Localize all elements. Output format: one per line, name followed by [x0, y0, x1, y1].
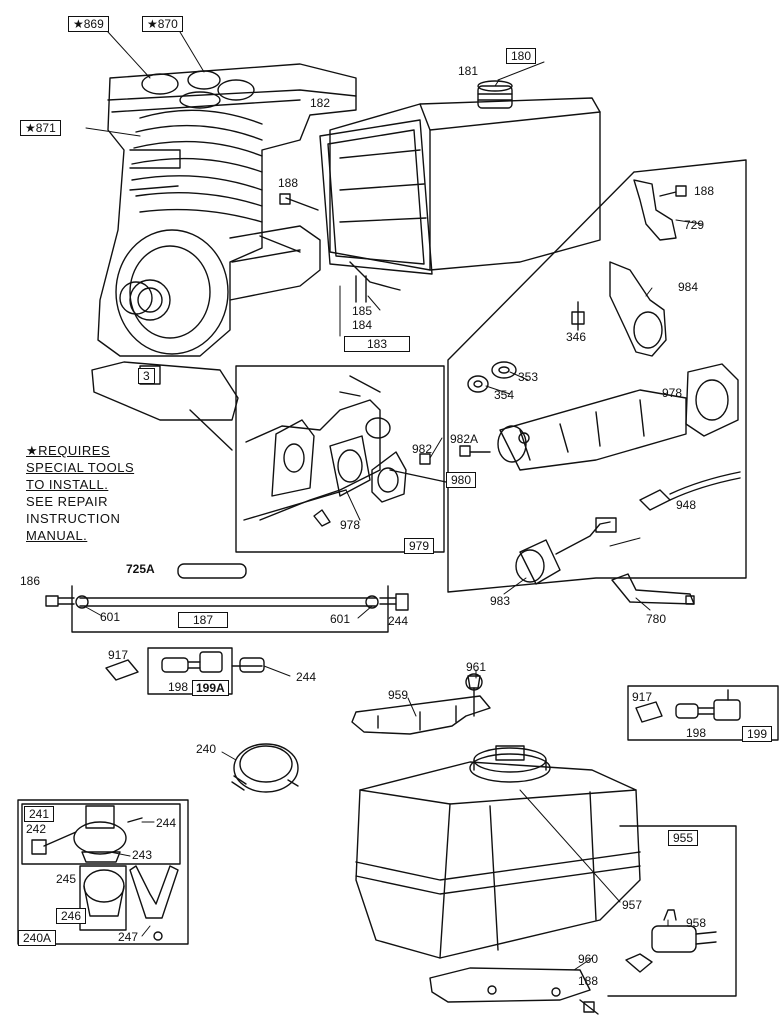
part-label-198-left: 198 [168, 680, 189, 694]
part-label-188-clip: 188 [694, 184, 715, 198]
part-label-982: 982 [412, 442, 433, 456]
part-label-917-left: 917 [108, 648, 129, 662]
part-label-185: 185 [352, 304, 373, 318]
fuel-tank-lower [355, 745, 737, 1003]
part-label-240A: 240A [18, 930, 57, 946]
part-label-961: 961 [466, 660, 487, 674]
carburetor-body [459, 389, 687, 471]
part-label-243: 243 [132, 848, 153, 862]
part-label-917-right: 917 [632, 690, 653, 704]
part-label-245: 245 [56, 872, 77, 886]
gasket-978-right [685, 363, 739, 437]
special-tools-note: ★REQUIRES SPECIAL TOOLS TO INSTALL. SEE … [26, 442, 134, 544]
part-label-181: 181 [458, 64, 479, 78]
note-line-5: INSTRUCTION [26, 511, 121, 526]
filter-assembly-box-240A [17, 799, 189, 945]
part-label-353: 353 [518, 370, 539, 384]
part-label-871: ★871 [20, 120, 61, 136]
clip-729 [633, 179, 687, 241]
part-label-354: 354 [494, 388, 515, 402]
part-label-182: 182 [310, 96, 331, 110]
inset-box-979 [235, 365, 445, 553]
part-label-601-right: 601 [330, 612, 351, 626]
part-label-957: 957 [622, 898, 643, 912]
part-label-979: 979 [404, 538, 435, 554]
washers-353-354 [467, 361, 517, 393]
part-label-244-filter: 244 [156, 816, 177, 830]
part-label-241: 241 [24, 806, 55, 822]
part-label-184: 184 [352, 318, 373, 332]
screw-188-top [279, 193, 319, 211]
screw-960-188 [579, 999, 599, 1015]
bracket-780 [611, 573, 695, 605]
fitting-group-199-contents [635, 689, 741, 723]
note-line-6: MANUAL. [26, 528, 88, 543]
bracket-959 [351, 695, 491, 735]
part-label-948: 948 [676, 498, 697, 512]
wire-948 [639, 471, 741, 511]
part-label-978-right: 978 [662, 386, 683, 400]
part-label-984: 984 [678, 280, 699, 294]
part-label-180: 180 [506, 48, 537, 64]
part-label-958: 958 [686, 916, 707, 930]
part-label-199A: 199A [192, 680, 229, 696]
solenoid-983 [515, 517, 617, 585]
part-label-199: 199 [742, 726, 773, 742]
note-line-4: SEE REPAIR [26, 494, 109, 509]
part-label-3: 3 [138, 368, 155, 384]
note-line-1: ★REQUIRES [26, 443, 111, 458]
part-label-346: 346 [566, 330, 587, 344]
fitting-group-199A [105, 647, 265, 695]
part-label-980: 980 [446, 472, 477, 488]
part-label-870: ★870 [142, 16, 183, 32]
part-label-960: 960 [578, 952, 599, 966]
screw-961 [465, 673, 483, 717]
part-label-244-fitting: 244 [296, 670, 317, 684]
part-label-240: 240 [196, 742, 217, 756]
part-label-198-right: 198 [686, 726, 707, 740]
engine-cylinder-block [91, 63, 357, 451]
part-label-982A: 982A [450, 432, 479, 446]
part-label-242: 242 [26, 822, 47, 836]
part-label-244-line: 244 [388, 614, 409, 628]
part-label-601-left: 601 [100, 610, 121, 624]
fitting-group-199 [627, 685, 779, 741]
part-label-186: 186 [20, 574, 41, 588]
exploded-group-outline [447, 159, 747, 593]
part-label-247: 247 [118, 930, 139, 944]
leader-980 [389, 469, 447, 483]
fuel-filter-240 [231, 743, 299, 793]
part-label-183: 183 [344, 336, 411, 352]
part-label-729: 729 [684, 218, 705, 232]
part-label-188-bottom: 188 [578, 974, 599, 988]
screw-346 [571, 301, 585, 331]
part-label-983: 983 [490, 594, 511, 608]
part-label-955: 955 [668, 830, 699, 846]
note-line-3: TO INSTALL. [26, 477, 109, 492]
fuel-line-187 [45, 563, 409, 633]
note-line-2: SPECIAL TOOLS [26, 460, 135, 475]
fuel-tank-upper [319, 80, 601, 303]
part-label-780: 780 [646, 612, 667, 626]
leader-lines [83, 31, 703, 971]
part-label-959: 959 [388, 688, 409, 702]
bracket-984 [609, 261, 667, 357]
part-label-725A: 725A [126, 562, 155, 576]
part-label-187: 187 [178, 612, 229, 628]
part-label-869: ★869 [68, 16, 109, 32]
inset-979-contents [243, 375, 431, 527]
part-label-978-inset: 978 [340, 518, 361, 532]
part-label-188-top: 188 [278, 176, 299, 190]
filter-assembly-contents [21, 803, 181, 941]
part-label-246: 246 [56, 908, 87, 924]
